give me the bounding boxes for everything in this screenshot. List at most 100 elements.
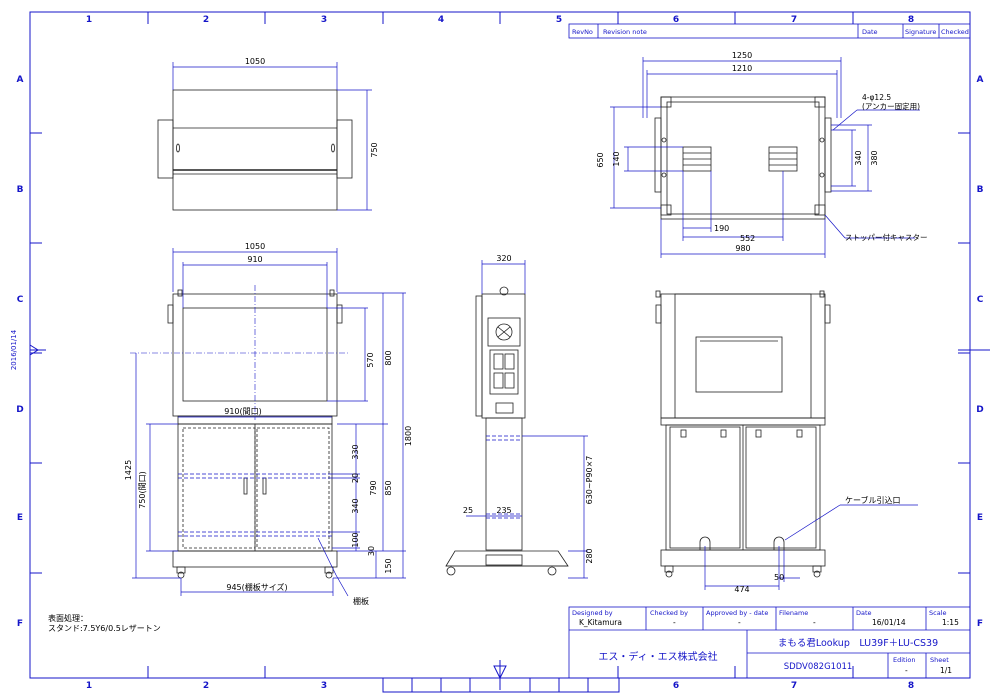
zone-top-5: 5 xyxy=(556,15,562,25)
back-w-50: 50 xyxy=(774,573,784,582)
front-opening-height: 750(間口) xyxy=(138,471,147,509)
zone-top-8: 8 xyxy=(908,15,914,25)
caster-label: ストッパー付キャスター xyxy=(845,232,928,242)
back-view xyxy=(655,290,831,578)
top-view xyxy=(157,89,353,211)
plan-view-dims xyxy=(610,57,920,258)
front-h-570: 570 xyxy=(366,352,375,367)
rev-date-label: Date xyxy=(862,28,878,36)
edition-label: Edition xyxy=(893,656,916,664)
rev-signature-label: Signature xyxy=(905,28,936,36)
zone-top-4: 4 xyxy=(438,15,444,25)
shelf-label: 棚板 xyxy=(353,596,369,606)
front-h-100: 100 xyxy=(351,532,360,547)
side-view xyxy=(445,286,569,576)
zone-right-b: B xyxy=(977,185,984,195)
plan-w-1250: 1250 xyxy=(732,51,752,60)
plan-w-1210: 1210 xyxy=(732,64,752,73)
filename-label: Filename xyxy=(779,609,808,617)
zone-left-c: C xyxy=(17,295,24,305)
zone-right-a: A xyxy=(977,75,984,85)
sheet-label: Sheet xyxy=(930,656,949,664)
plan-h-650: 650 xyxy=(596,152,605,167)
zone-top-6: 6 xyxy=(673,15,679,25)
side-h-280: 280 xyxy=(585,548,594,563)
zone-top-7: 7 xyxy=(791,15,797,25)
zone-labels: 1 2 3 4 5 6 7 8 1 2 3 6 7 8 A B C D E F … xyxy=(16,15,983,691)
plan-h-380: 380 xyxy=(870,150,879,165)
back-view-dims xyxy=(704,504,918,590)
scale-value: 1:15 xyxy=(942,618,959,627)
front-opening-width: 910(間口) xyxy=(224,407,262,416)
zone-top-3: 3 xyxy=(321,15,327,25)
plan-h-340: 340 xyxy=(854,150,863,165)
zone-right-e: E xyxy=(977,513,983,523)
zone-left-b: B xyxy=(17,185,24,195)
cable-entry-label: ケーブル引込口 xyxy=(845,495,901,505)
drawing-title: まもる君Lookup LU39F＋LU-CS39 xyxy=(778,638,938,649)
front-h-20: 20 xyxy=(351,473,360,483)
plan-h-140: 140 xyxy=(612,151,621,166)
front-view-dims xyxy=(132,248,406,597)
side-date: 2016/01/14 xyxy=(10,329,18,370)
side-w-235: 235 xyxy=(496,506,511,515)
zone-bottom-6: 6 xyxy=(673,681,679,691)
shelf-size-dim: 945(棚板サイズ) xyxy=(226,582,287,592)
edition-value: - xyxy=(905,666,908,675)
designed-by-label: Designed by xyxy=(572,609,613,617)
zone-right-c: C xyxy=(977,295,984,305)
zone-bottom-8: 8 xyxy=(908,681,914,691)
date-value: 16/01/14 xyxy=(872,618,906,627)
front-h-1425: 1425 xyxy=(124,460,133,480)
plan-view xyxy=(654,96,832,220)
side-depth-320: 320 xyxy=(496,254,511,263)
side-w-25: 25 xyxy=(463,506,473,515)
anchor-hole-note: (アンカー固定用) xyxy=(862,101,920,111)
zone-left-a: A xyxy=(17,75,24,85)
date-label: Date xyxy=(856,609,872,617)
top-view-dims xyxy=(172,62,372,211)
approved-by-value: - xyxy=(738,618,741,627)
filename-value: - xyxy=(813,618,816,627)
front-h-150: 150 xyxy=(384,558,393,573)
zone-bottom-2: 2 xyxy=(203,681,209,691)
rev-note-label: Revision note xyxy=(603,28,647,36)
designed-by-value: K_Kitamura xyxy=(579,618,622,627)
front-h-330: 330 xyxy=(351,444,360,459)
anchor-hole-spec: 4-φ12.5 xyxy=(862,93,891,102)
scale-label: Scale xyxy=(929,609,947,617)
plan-w-190: 190 xyxy=(714,224,729,233)
front-h-800: 800 xyxy=(384,350,393,365)
side-view-dashes xyxy=(486,435,522,519)
surface-stand: スタンド:7.5Y6/0.5レザートン xyxy=(48,624,161,633)
zone-bottom-7: 7 xyxy=(791,681,797,691)
side-vesa-dim: 630~P90×7 xyxy=(585,456,594,505)
front-h-340: 340 xyxy=(351,498,360,513)
drawing-number: SDDV082G1011 xyxy=(784,662,853,672)
plan-w-552: 552 xyxy=(740,234,755,243)
border-frame xyxy=(29,11,990,693)
side-view-dims xyxy=(466,260,588,579)
top-depth-dim: 750 xyxy=(370,142,379,157)
zone-left-d: D xyxy=(16,405,23,415)
sheet-value: 1/1 xyxy=(940,666,952,675)
zone-right-d: D xyxy=(976,405,983,415)
rev-no-label: RevNo xyxy=(572,28,593,36)
front-h-850: 850 xyxy=(384,480,393,495)
approved-by-label: Approved by - date xyxy=(706,609,768,617)
front-h-790: 790 xyxy=(369,480,378,495)
company-name: エス・ディ・エス株式会社 xyxy=(598,650,717,663)
front-width-1050: 1050 xyxy=(245,242,265,251)
plan-w-980: 980 xyxy=(735,244,750,253)
zone-left-e: E xyxy=(17,513,23,523)
revision-header xyxy=(568,23,971,39)
zone-right-f: F xyxy=(977,619,983,629)
surface-title: 表面処理： xyxy=(48,613,88,623)
top-width-dim: 1050 xyxy=(245,57,265,66)
rev-checked-label: Checked xyxy=(941,28,969,36)
zone-bottom-1: 1 xyxy=(86,681,92,691)
front-width-910: 910 xyxy=(247,255,262,264)
checked-by-value: - xyxy=(673,618,676,627)
back-w-474: 474 xyxy=(734,585,749,594)
